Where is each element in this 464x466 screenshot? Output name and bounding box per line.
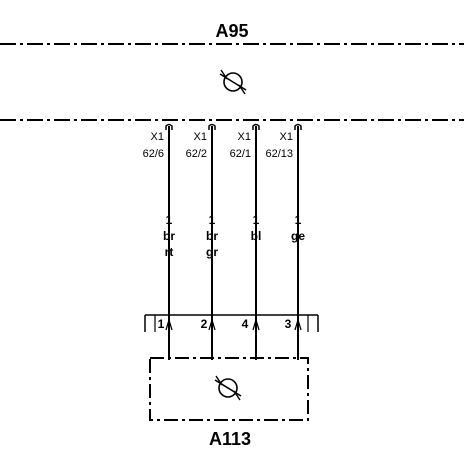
wire-color1: bl <box>251 229 262 243</box>
wire-pin-ref: 62/13 <box>265 148 293 160</box>
wire-connector: X1 <box>194 131 207 143</box>
terminal-icon <box>165 123 173 130</box>
connector-strip <box>144 314 319 332</box>
wire-gauge: 1 <box>253 213 260 227</box>
pin-arrow-icon <box>252 317 260 331</box>
wire-pin-ref: 62/2 <box>186 148 207 160</box>
wire-1: X1 62/6 1 br rt <box>143 123 175 360</box>
wire-pin-ref: 62/1 <box>230 148 251 160</box>
component-bottom-label: A113 <box>209 429 251 449</box>
wire-gauge: 1 <box>166 213 173 227</box>
terminal-icon <box>294 123 302 130</box>
wire-connector: X1 <box>151 131 164 143</box>
pin-label: 4 <box>242 317 249 331</box>
wire-pin-ref: 62/6 <box>143 148 164 160</box>
wire-2: X1 62/2 1 br gr <box>186 123 218 360</box>
pin-arrow-icon <box>294 317 302 331</box>
component-top-label: A95 <box>215 21 248 41</box>
terminal-icon <box>252 123 260 130</box>
pin-label: 2 <box>201 317 208 331</box>
terminal-icon <box>208 123 216 130</box>
pin-arrow-icon <box>165 317 173 331</box>
wire-gauge: 1 <box>295 213 302 227</box>
wire-connector: X1 <box>238 131 251 143</box>
pin-label: 1 <box>158 317 165 331</box>
wire-color2: rt <box>165 245 174 259</box>
wire-color1: br <box>206 229 218 243</box>
bulb-symbol-icon <box>219 69 247 95</box>
wire-color1: br <box>163 229 175 243</box>
wire-color2: gr <box>206 245 218 259</box>
wire-gauge: 1 <box>209 213 216 227</box>
bulb-symbol-icon <box>214 375 242 401</box>
pin-arrow-icon <box>208 317 216 331</box>
bottom-component-box <box>149 357 309 421</box>
wire-color1: ge <box>291 229 305 243</box>
wire-connector: X1 <box>280 131 293 143</box>
pin-label: 3 <box>285 317 292 331</box>
